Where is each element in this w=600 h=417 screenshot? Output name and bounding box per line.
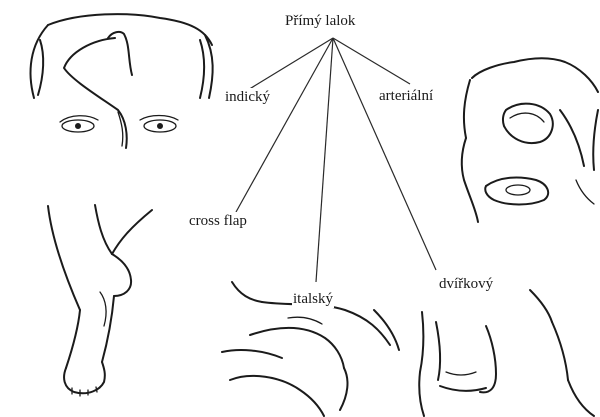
leader-line-dvirkovy [333,38,436,270]
leader-line-arterialni [333,38,410,84]
branch-label-dvirkovy: dvířkový [438,275,494,293]
leader-line-cross-flap [236,38,333,212]
trapdoor-flap-profile-illustration [462,58,598,222]
root-label: Přímý lalok [284,12,356,30]
branch-label-italsky: italský [292,290,334,308]
leader-line-italsky [316,38,333,282]
branch-label-arterialni: arteriální [378,87,434,105]
branch-label-indicky: indický [224,88,271,106]
cross-flap-leg-illustration [48,205,152,396]
branch-label-cross-flap: cross flap [188,212,248,230]
indian-flap-face-illustration [31,14,213,148]
leader-lines [236,38,436,282]
nose-flap-illustration [419,290,594,416]
